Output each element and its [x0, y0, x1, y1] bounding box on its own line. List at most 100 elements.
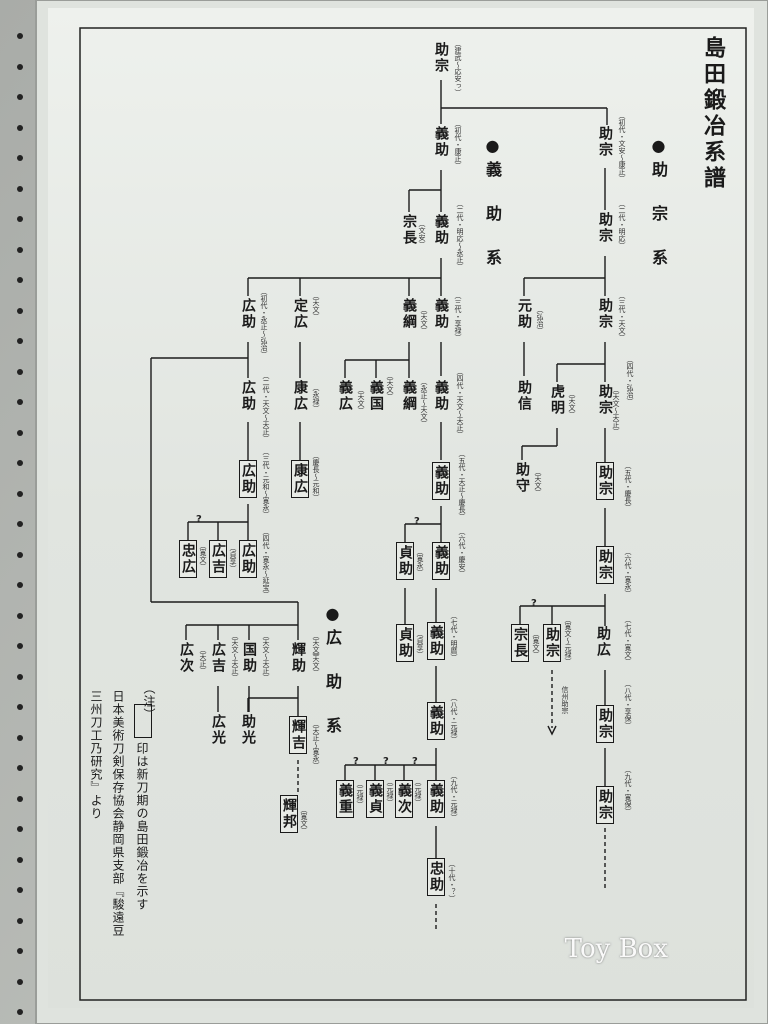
name-n50: 義助	[427, 780, 445, 818]
name-n29: 広助	[239, 540, 257, 578]
legend-box-sample	[134, 704, 152, 738]
era-a1: （建武〜応安っ）	[454, 40, 462, 96]
era-a4: （二代・明応）	[618, 200, 626, 249]
era-a32: （六代・寛永）	[624, 548, 632, 597]
name-n28: 広吉	[209, 540, 227, 578]
uncertain-mark: ?	[531, 598, 537, 609]
legend-line1: 印は新刀期の島田鍛冶を示す	[135, 742, 149, 911]
name-n18: 義広	[337, 380, 353, 412]
name-n21: 助宗	[597, 384, 613, 416]
era-a35: （七代・寛文）	[624, 616, 632, 665]
era-a12: （天文）	[420, 306, 428, 334]
name-n41: 輝助	[290, 642, 306, 674]
era-a33: （寛文）	[532, 630, 540, 658]
era-a28: （寛文）	[199, 542, 207, 570]
name-n44: 輝吉	[289, 716, 307, 754]
name-n35: 貞助	[396, 624, 414, 662]
era-a2: （初代・文安〜康正）	[618, 112, 626, 182]
era-a31: （六代・慶安）	[458, 528, 466, 577]
name-n11: 義綱	[401, 298, 417, 330]
era-a30: （寛永）	[416, 548, 424, 576]
name-n19: 義国	[368, 380, 384, 412]
name-n48: 義貞	[366, 780, 384, 818]
name-n32: 助宗	[596, 546, 614, 584]
era-a14: （四代・天文〜天正）	[456, 368, 464, 438]
era-a15: （二代・天文〜天正）	[262, 372, 270, 442]
legend-line3: 三州刀工乃研究』より	[89, 690, 103, 820]
era-a52: （十代・？）	[448, 860, 456, 902]
name-n5: 宗長	[401, 214, 417, 246]
name-n1: 助宗	[433, 42, 449, 74]
name-n39: 国助	[241, 642, 257, 674]
name-n45: 義助	[427, 702, 445, 740]
name-n40: 助広	[595, 626, 611, 658]
era-a50: （寛文）	[300, 806, 308, 834]
uncertain-mark: ?	[414, 516, 420, 527]
era-a37: （七代・明暦）	[450, 612, 458, 661]
name-n43: 助光	[240, 714, 256, 746]
name-n52: 助宗	[596, 786, 614, 824]
name-n53: 忠助	[427, 858, 445, 896]
name-n3: 助宗	[597, 126, 613, 158]
ring-binder-holes	[17, 33, 23, 1015]
arrow-down-icon	[547, 725, 557, 736]
era-a34: （寛文〜元禄）	[564, 616, 572, 665]
name-n34: 助宗	[543, 624, 561, 662]
era-a19: （永正〜天文）	[420, 378, 428, 427]
era-a24: （慶長〜元和）	[312, 452, 320, 501]
shinshu-note: 信州助宗	[561, 686, 569, 714]
legend-line2: 日本美術刀剣保存協会静岡県支部『駿遠豆	[111, 690, 125, 937]
name-n24: 康広	[291, 460, 309, 498]
era-a23: （三代・元和〜寛永）	[262, 448, 270, 518]
era-a42: （天文）	[312, 648, 320, 676]
name-n15: 助信	[516, 380, 532, 412]
era-a38: （天文）	[312, 632, 320, 660]
name-n37: 広次	[178, 642, 194, 674]
era-a5: （二代・明応〜永正）	[456, 200, 464, 270]
era-a48: （元禄）	[414, 778, 422, 806]
branch-yoshisuke: ●義 助 系	[483, 136, 502, 271]
name-n12: 助宗	[597, 298, 613, 330]
era-a7: （初代・永正〜弘治）	[260, 288, 268, 358]
name-n14: 虎明	[549, 384, 565, 416]
era-a44: （八代・元禄）	[450, 694, 458, 743]
name-n49: 義次	[395, 780, 413, 818]
era-a21: （天文）	[568, 390, 576, 418]
name-n46: 助宗	[596, 705, 614, 743]
branch-hirosuke: ●広 助 系	[323, 604, 342, 739]
name-n51: 輝邦	[280, 795, 298, 833]
uncertain-mark: ?	[353, 756, 359, 767]
era-a17: （天文）	[357, 386, 365, 414]
era-a39: （天正）	[199, 646, 207, 674]
era-a6: （文安）	[418, 220, 426, 248]
name-n22: 助守	[514, 462, 530, 494]
name-n38: 広吉	[210, 642, 226, 674]
name-n4: 義助	[433, 214, 449, 246]
era-a25: （五代・天正〜慶長）	[458, 450, 466, 520]
era-a47: （元禄）	[386, 778, 394, 806]
uncertain-mark: ?	[412, 756, 418, 767]
name-n2: 義助	[433, 126, 449, 158]
name-n23: 広助	[239, 460, 257, 498]
era-a18: （天文）	[386, 372, 394, 400]
branch-sukemune: ●助 宗 系	[649, 136, 668, 271]
era-a9: （弘治）	[536, 306, 544, 334]
era-a16: （永禄）	[312, 384, 320, 412]
era-a8: （天文）	[312, 292, 320, 320]
era-a22: （五代・慶長）	[624, 462, 632, 511]
era-a10: （三代・享禄）	[454, 292, 462, 341]
name-n17: 康広	[292, 380, 308, 412]
era-a3: （初代・康正）	[454, 120, 462, 169]
name-n10: 定広	[292, 298, 308, 330]
name-n27: 忠広	[179, 540, 197, 578]
era-a41: （天文〜天正）	[262, 632, 270, 681]
era-a43: （天正〜寛永）	[312, 720, 320, 769]
name-n26: 助宗	[596, 462, 614, 500]
uncertain-mark: ?	[196, 514, 202, 525]
chart-border	[79, 27, 747, 1001]
legend-head: （注）	[142, 682, 156, 721]
name-n47: 義重	[336, 780, 354, 818]
era-a45: （八代・享保）	[624, 680, 632, 729]
uncertain-mark: ?	[383, 756, 389, 767]
